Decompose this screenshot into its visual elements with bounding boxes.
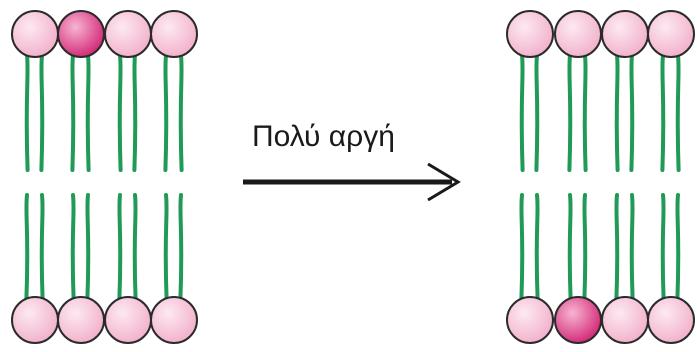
lipid-tail	[534, 53, 540, 172]
lipid-tail	[70, 193, 76, 301]
lipid-tail	[567, 53, 573, 172]
lipid-tail	[117, 193, 123, 301]
lipid-tail	[519, 53, 525, 172]
lipid-tail	[24, 193, 30, 301]
lipid-tail	[39, 193, 45, 301]
lipid-head-top	[506, 10, 554, 58]
bilayer-after	[506, 10, 695, 344]
lipid-head-bottom	[506, 296, 554, 344]
lipid-tail	[85, 193, 91, 301]
lipid-tail	[163, 193, 169, 301]
arrow-head-icon	[427, 162, 461, 202]
lipid-tail	[519, 193, 525, 301]
lipid-tail	[163, 53, 169, 172]
lipid-head-top	[647, 10, 695, 58]
lipid-tail	[629, 193, 635, 301]
lipid-tail	[582, 53, 588, 172]
lipid-head-bottom	[57, 296, 105, 344]
lipid-head-bottom	[150, 296, 198, 344]
lipid-tail	[24, 53, 30, 172]
arrow-label: Πολύ αργή	[252, 120, 395, 153]
lipid-tail	[660, 53, 666, 172]
lipid-head-bottom	[104, 296, 152, 344]
lipid-head-bottom	[11, 296, 59, 344]
lipid-tail	[675, 53, 681, 172]
lipid-tail	[117, 53, 123, 172]
lipid-head-top	[601, 10, 649, 58]
lipid-tail	[614, 53, 620, 172]
lipid-tail	[582, 193, 588, 301]
lipid-tail	[132, 193, 138, 301]
lipid-head-top	[150, 10, 198, 58]
lipid-head-bottom	[601, 296, 649, 344]
lipid-tail	[85, 53, 91, 172]
lipid-tail	[39, 53, 45, 172]
lipid-tail	[660, 193, 666, 301]
lipid-tail	[629, 53, 635, 172]
lipid-tail	[70, 53, 76, 172]
lipid-tail	[534, 193, 540, 301]
lipid-head-top	[554, 10, 602, 58]
lipid-head-top	[11, 10, 59, 58]
lipid-tail	[614, 193, 620, 301]
lipid-tail	[567, 193, 573, 301]
bilayer-before	[11, 10, 198, 344]
lipid-head-top-highlighted	[57, 10, 105, 58]
lipid-head-bottom-highlighted	[554, 296, 602, 344]
lipid-tail	[178, 193, 184, 301]
lipid-tail	[178, 53, 184, 172]
lipid-tail	[132, 53, 138, 172]
transition-arrow: Πολύ αργή	[243, 120, 461, 202]
lipid-tail	[675, 193, 681, 301]
lipid-head-top	[104, 10, 152, 58]
lipid-head-bottom	[647, 296, 695, 344]
